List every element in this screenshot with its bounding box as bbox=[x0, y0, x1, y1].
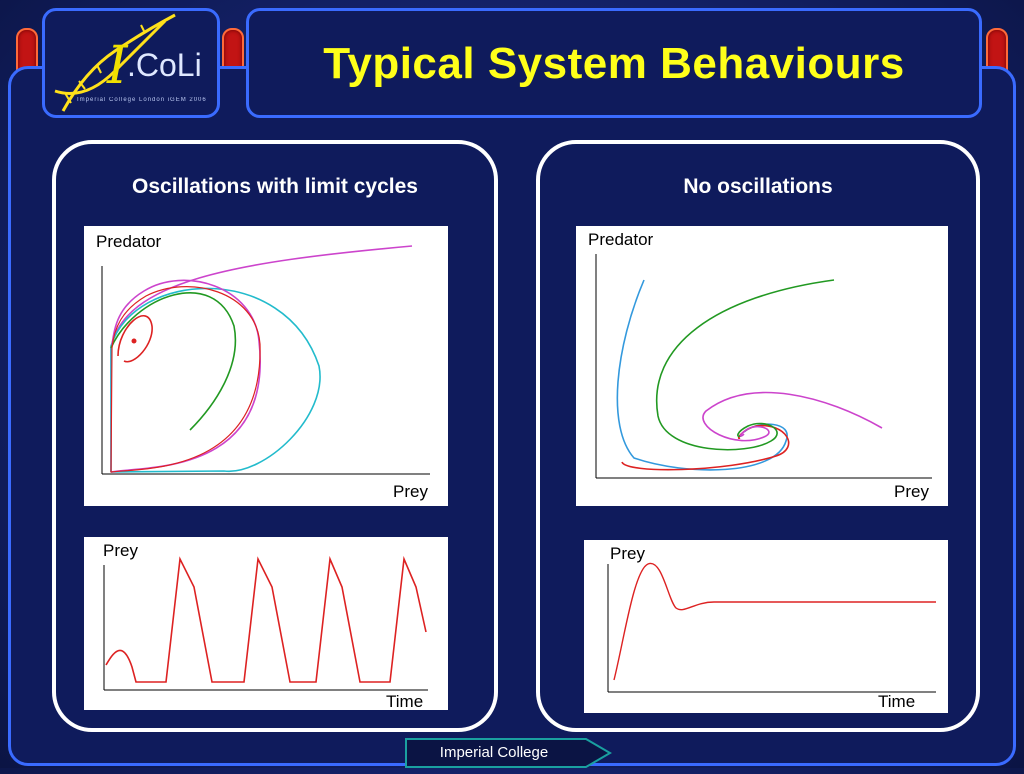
left-phase-plot: Predator Prey bbox=[84, 226, 448, 506]
logo-box: I .CoLi Imperial College London iGEM 200… bbox=[42, 8, 220, 118]
footer-badge: Imperial College bbox=[404, 737, 614, 769]
right-phase-plot: Predator Prey bbox=[576, 226, 948, 506]
left-phase-y-label: Predator bbox=[96, 232, 162, 251]
left-time-plot: Prey Time bbox=[84, 537, 448, 711]
svg-text:I: I bbox=[106, 36, 129, 96]
page-title: Typical System Behaviours bbox=[323, 39, 905, 88]
right-panel: No oscillations bbox=[536, 140, 980, 732]
right-time-x-label: Time bbox=[878, 692, 916, 711]
left-panel: Oscillations with limit cycles bbox=[52, 140, 498, 732]
right-phase-y-label: Predator bbox=[588, 230, 654, 249]
right-panel-heading: No oscillations bbox=[683, 175, 833, 198]
left-phase-x-label: Prey bbox=[393, 482, 428, 501]
right-phase-x-label: Prey bbox=[894, 482, 929, 501]
right-time-y-label: Prey bbox=[610, 544, 645, 563]
title-box bbox=[246, 8, 982, 118]
right-time-plot: Prey Time bbox=[584, 540, 948, 713]
logo-subtext: Imperial College London iGEM 2006 bbox=[77, 97, 207, 103]
equilibrium-point bbox=[131, 338, 137, 344]
logo-text: .CoLi bbox=[127, 47, 202, 83]
footer-label: Imperial College bbox=[439, 744, 549, 761]
left-time-y-label: Prey bbox=[103, 541, 138, 560]
left-panel-heading: Oscillations with limit cycles bbox=[132, 175, 418, 198]
logo-helix-icon: I bbox=[54, 13, 176, 112]
left-time-x-label: Time bbox=[386, 692, 424, 711]
